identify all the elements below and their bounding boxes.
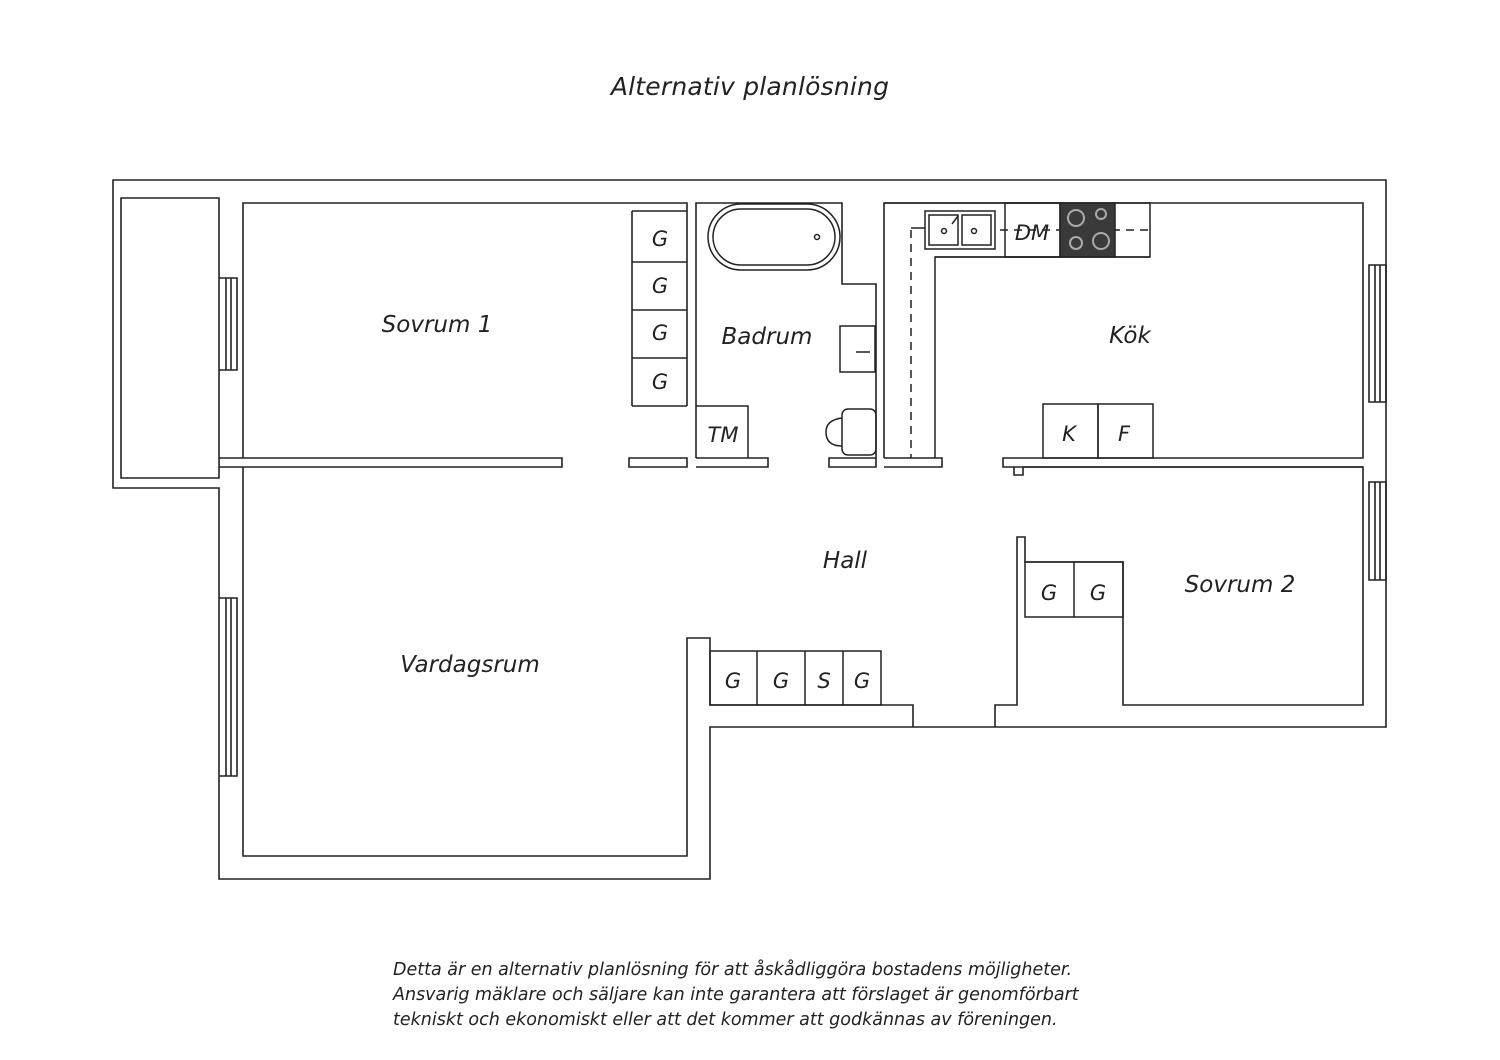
label-garderob: G	[652, 370, 668, 394]
outer-wall-outline	[112, 179, 1387, 880]
washing-machine	[696, 405, 749, 458]
plan-title: Alternativ planlösning	[610, 72, 890, 101]
label-skap: S	[817, 669, 830, 693]
toilet	[841, 408, 877, 456]
sink	[924, 210, 996, 250]
freezer	[1097, 403, 1154, 459]
room-label-sovrum2: Sovrum 2	[1185, 572, 1296, 598]
wall-vardagsrum	[242, 467, 914, 857]
wardrobe-column-sovrum1	[632, 210, 687, 359]
washbasin	[839, 325, 876, 373]
label-garderob: G	[1041, 581, 1057, 605]
label-tvattmaskin: TM	[708, 423, 739, 447]
wall-sovrum1	[242, 202, 688, 458]
label-frys: F	[1118, 422, 1131, 446]
window-kok	[1368, 264, 1387, 403]
label-garderob: G	[725, 669, 741, 693]
disclaimer-line: Ansvarig mäklare och säljare kan inte ga…	[393, 985, 1079, 1005]
window-sovrum1	[219, 277, 238, 371]
window-sovrum2	[1368, 481, 1387, 581]
disclaimer: Detta är en alternativ planlösning för a…	[393, 958, 1193, 1033]
balcony	[120, 197, 220, 479]
bathtub	[707, 203, 841, 271]
room-label-badrum: Badrum	[722, 324, 813, 350]
wall-badrum	[695, 202, 877, 458]
room-label-sovrum1: Sovrum 1	[382, 312, 493, 338]
label-garderob: G	[854, 669, 870, 693]
disclaimer-line: Detta är en alternativ planlösning för a…	[393, 960, 1073, 980]
stove	[1059, 202, 1116, 258]
window-vardagsrum	[219, 597, 238, 777]
label-garderob: G	[652, 321, 668, 345]
label-diskmaskin: DM	[1015, 221, 1049, 245]
label-garderob: G	[652, 227, 668, 251]
room-label-kok: Kök	[1109, 323, 1152, 349]
wardrobe-vardagsrum	[709, 650, 882, 706]
room-label-hall: Hall	[823, 548, 868, 574]
label-garderob: G	[1090, 581, 1106, 605]
label-garderob: G	[773, 669, 789, 693]
label-kyl: K	[1062, 422, 1078, 446]
disclaimer-line: tekniskt och ekonomiskt eller att det ko…	[393, 1010, 1058, 1030]
label-garderob: G	[652, 274, 668, 298]
room-label-vardagsrum: Vardagsrum	[400, 652, 540, 678]
